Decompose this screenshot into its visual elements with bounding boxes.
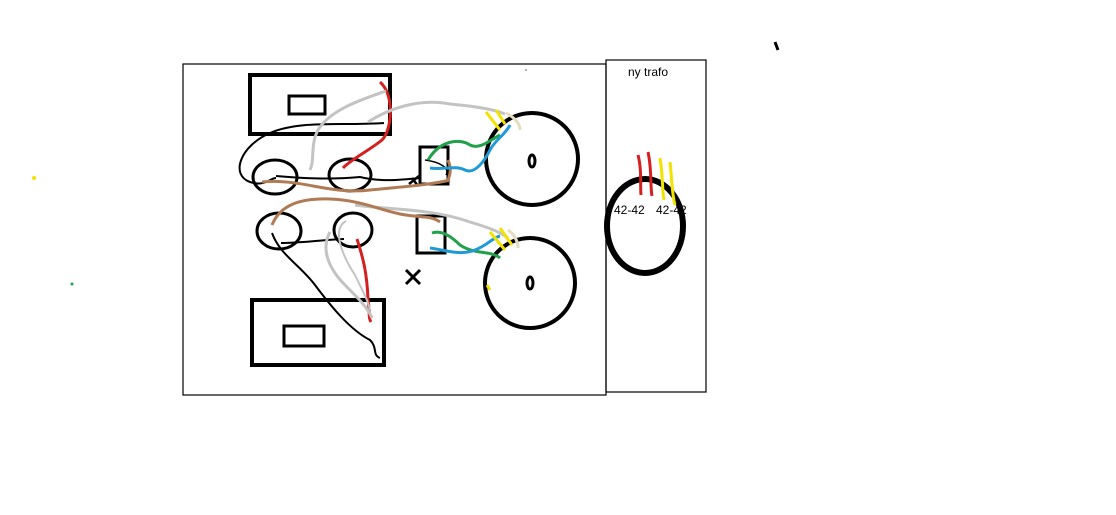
wire-green	[431, 230, 501, 260]
stray-dot-yellow	[32, 176, 36, 180]
socket-bottom-right	[332, 211, 374, 249]
wire-yellow	[484, 109, 507, 131]
wire-gray	[367, 100, 506, 124]
wire-black	[271, 232, 381, 359]
wire-black	[424, 159, 448, 176]
wire-blue	[429, 234, 501, 255]
wire-green	[426, 133, 501, 161]
socket-bottom-left	[255, 211, 303, 251]
pot-bottom	[483, 236, 577, 330]
wire-black	[280, 238, 345, 244]
wire-gray	[338, 220, 371, 311]
wire-brown	[261, 178, 451, 193]
bottom-component-box	[250, 298, 386, 367]
wire-black	[275, 175, 421, 182]
transformer-panel	[605, 59, 707, 393]
tap-label-left: 42-42	[614, 203, 645, 217]
stray-dot-green	[70, 282, 74, 286]
pot-bottom-shaft	[525, 275, 535, 291]
bottom-component-inner	[282, 324, 326, 348]
transformer-coil	[604, 176, 686, 276]
wire-yellow	[485, 284, 492, 291]
tap-label-right: 42-42	[656, 203, 687, 217]
wire-red	[341, 80, 392, 170]
wire-red	[355, 238, 373, 323]
transformer-lead-red	[636, 151, 654, 197]
wire-blue	[429, 124, 512, 173]
wire-tan	[507, 228, 520, 249]
pot-top	[484, 111, 580, 207]
stray-mark	[773, 41, 780, 51]
pot-top-shaft	[527, 153, 537, 169]
transformer-title: ny trafo	[628, 65, 668, 79]
wire-gray	[354, 203, 509, 240]
wire-tan	[505, 111, 522, 131]
stray-dot-gray	[525, 69, 527, 71]
wire-yellow	[488, 227, 514, 251]
transformer-lead-yellow	[658, 157, 677, 206]
wire-gray	[308, 89, 387, 171]
x-mark-bottom	[404, 268, 422, 286]
wire-gray	[324, 231, 374, 319]
top-component-inner	[287, 94, 327, 116]
wire-brown	[270, 197, 441, 226]
